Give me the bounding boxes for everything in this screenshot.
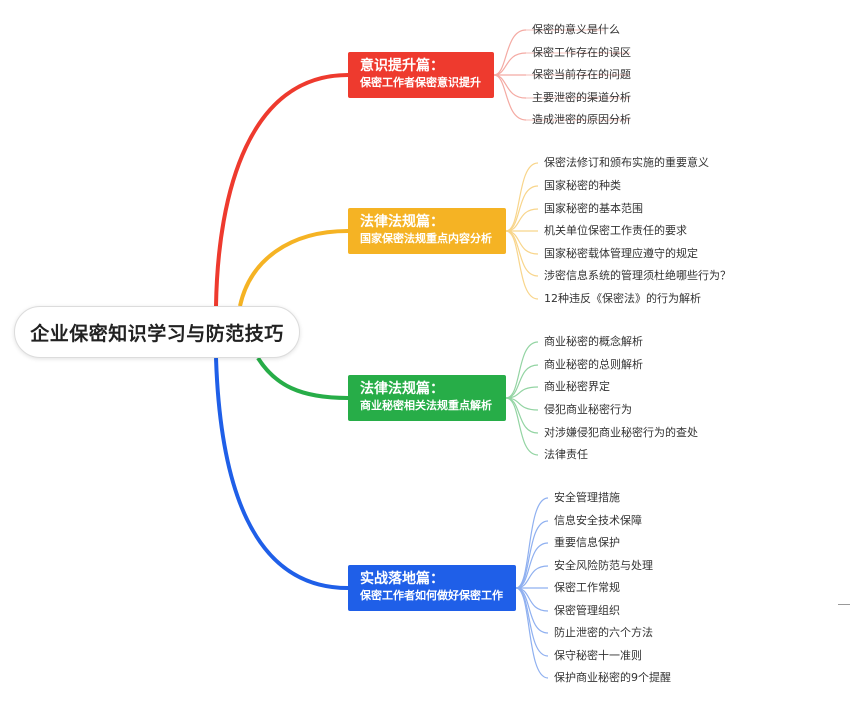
link-root-branch-2 [238,229,349,307]
branch-practice[interactable]: 实战落地篇： 保密工作者如何做好保密工作 [348,565,516,611]
branch-national-law[interactable]: 法律法规篇： 国家保密法规重点内容分析 [348,208,506,254]
branch-subtitle: 商业秘密相关法规重点解析 [360,399,492,412]
root-title: 企业保密知识学习与防范技巧 [30,322,284,345]
leaf-item[interactable]: 国家秘密的种类 [544,179,621,192]
branch-title: 实战落地篇： [360,571,444,587]
branch-trade-secret-law[interactable]: 法律法规篇： 商业秘密相关法规重点解析 [348,375,506,421]
link-root-branch-1 [214,73,349,307]
leaf-item[interactable]: 涉密信息系统的管理须杜绝哪些行为？ [544,269,731,282]
branch-title: 法律法规篇： [360,381,444,397]
branch-title: 意识提升篇： [360,58,444,74]
leaf-item[interactable]: 国家秘密载体管理应遵守的规定 [544,247,698,260]
leaf-item[interactable]: 保密管理组织 [554,604,620,617]
link-root-branch-4 [214,357,349,590]
leaf-item[interactable]: 造成泄密的原因分析 [532,113,631,126]
leaf-item[interactable]: 保密当前存在的问题 [532,68,631,81]
leaf-item[interactable]: 防止泄密的六个方法 [554,626,653,639]
leaf-item[interactable]: 安全管理措施 [554,491,620,504]
root-topic[interactable]: 企业保密知识学习与防范技巧 [14,306,300,358]
leaf-item[interactable]: 重要信息保护 [554,536,620,549]
leaf-item[interactable]: 保护商业秘密的9个提醒 [554,671,671,684]
link-root-branch-3 [256,356,349,400]
branch-title: 法律法规篇： [360,214,444,230]
leaf-item[interactable]: 保密的意义是什么 [532,23,620,36]
branch-awareness[interactable]: 意识提升篇： 保密工作者保密意识提升 [348,52,494,98]
leaf-item[interactable]: 保密法修订和颁布实施的重要意义 [544,156,709,169]
leaf-item[interactable]: 保密工作常规 [554,581,620,594]
branch-subtitle: 国家保密法规重点内容分析 [360,232,492,245]
leaf-item[interactable]: 商业秘密的总则解析 [544,358,643,371]
leaf-item[interactable]: 信息安全技术保障 [554,514,642,527]
leaf-item[interactable]: 保守秘密十一准则 [554,649,642,662]
leaf-item[interactable]: 主要泄密的渠道分析 [532,91,631,104]
leaf-item[interactable]: 对涉嫌侵犯商业秘密行为的查处 [544,426,698,439]
leaf-item[interactable]: 国家秘密的基本范围 [544,202,643,215]
branch-subtitle: 保密工作者保密意识提升 [360,76,481,89]
leaf-item[interactable]: 安全风险防范与处理 [554,559,653,572]
leaf-item[interactable]: 保密工作存在的误区 [532,46,631,59]
branch-subtitle: 保密工作者如何做好保密工作 [360,589,503,602]
leaf-item[interactable]: 机关单位保密工作责任的要求 [544,224,687,237]
edge-divider [838,604,850,605]
leaf-item[interactable]: 商业秘密界定 [544,380,610,393]
leaf-item[interactable]: 商业秘密的概念解析 [544,335,643,348]
leaf-item[interactable]: 12种违反《保密法》的行为解析 [544,292,701,305]
leaf-item[interactable]: 法律责任 [544,448,588,461]
leaf-item[interactable]: 侵犯商业秘密行为 [544,403,632,416]
